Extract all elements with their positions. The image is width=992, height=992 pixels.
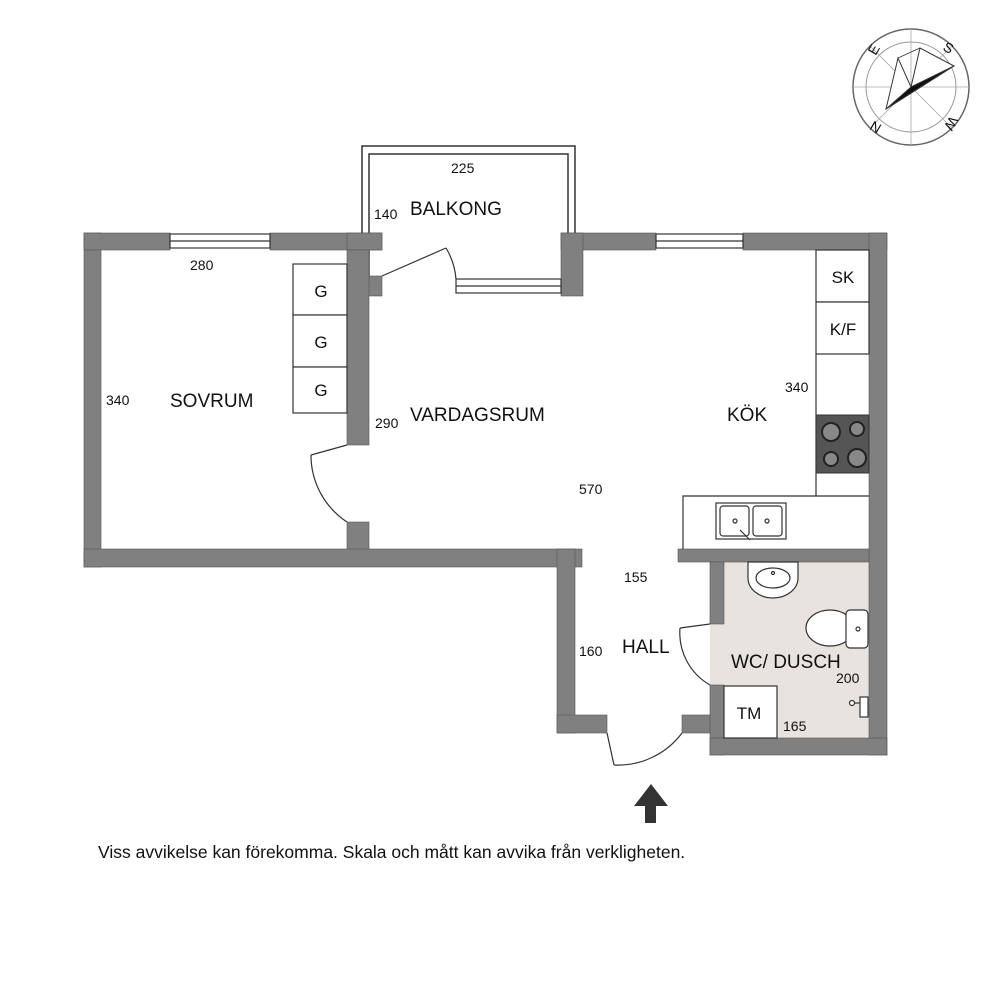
fridge-label: K/F (830, 320, 856, 339)
dim-vardagsrum-depth: 290 (375, 415, 399, 431)
windows (169, 233, 744, 294)
dim-living-width: 570 (579, 481, 603, 497)
wardrobe-label-2: G (314, 333, 327, 352)
dim-hall-width: 155 (624, 569, 648, 585)
wardrobe-label-3: G (314, 381, 327, 400)
room-sovrum: SOVRUM (170, 391, 253, 412)
room-kok: KÖK (727, 405, 767, 426)
wardrobe-label-1: G (314, 282, 327, 301)
stove-icon (815, 414, 870, 474)
shower-icon (848, 696, 869, 718)
room-hall: HALL (622, 637, 670, 658)
washbasin-icon (747, 561, 799, 599)
doors (310, 247, 711, 766)
kitchen-sink-icon (715, 502, 787, 541)
walls (83, 232, 888, 756)
dim-sovrum-depth: 340 (106, 392, 130, 408)
dim-balkong-width: 225 (451, 160, 475, 176)
balcony-railing (361, 145, 576, 276)
washer (723, 685, 778, 739)
freezer-label: SK (832, 268, 855, 287)
washer-label: TM (737, 704, 762, 723)
compass-icon: E S N W (852, 28, 970, 146)
kitchen-counter (682, 249, 870, 549)
dim-kok-depth: 340 (785, 379, 809, 395)
dim-hall-depth: 160 (579, 643, 603, 659)
disclaimer-text: Viss avvikelse kan förekomma. Skala och … (98, 842, 686, 862)
room-vardagsrum: VARDAGSRUM (410, 405, 545, 426)
room-wc: WC/ DUSCH (731, 652, 841, 673)
room-balkong: BALKONG (410, 199, 502, 220)
dim-balkong-depth: 140 (374, 206, 398, 222)
dim-sovrum-width: 280 (190, 257, 214, 273)
dim-tm-width: 165 (783, 718, 807, 734)
wardrobes (292, 263, 348, 414)
dim-wc-depth: 200 (836, 670, 860, 686)
entrance-arrow-icon (634, 784, 668, 823)
toilet-icon (805, 609, 869, 649)
